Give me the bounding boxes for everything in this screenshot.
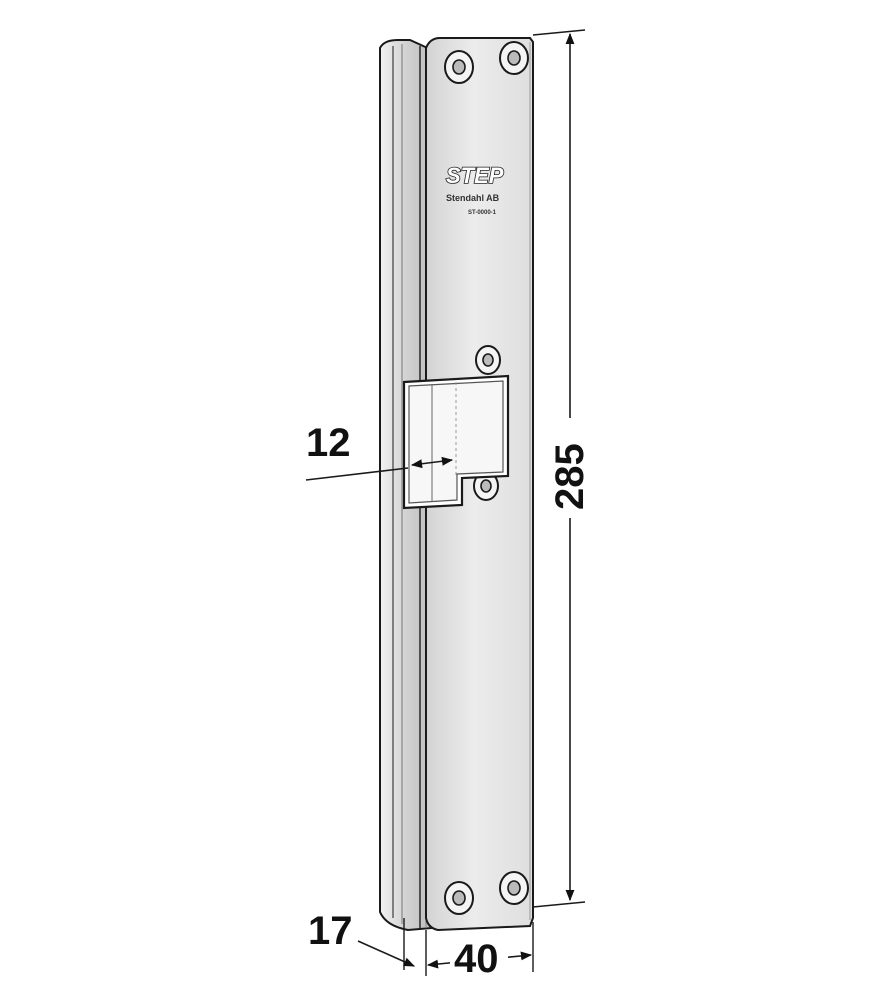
- dimension-depth: 17: [308, 909, 416, 970]
- maker-text: Stendahl AB: [446, 193, 500, 203]
- screw-hole-bottom-left: [444, 881, 474, 915]
- logo-step-text: STEP: [446, 163, 504, 188]
- part-code-text: ST-0000-1: [468, 210, 497, 216]
- cutout-value: 12: [306, 421, 351, 465]
- screw-hole-top-right: [499, 41, 529, 75]
- latch-cutout: [402, 374, 510, 510]
- dimension-cutout: 12: [305, 421, 454, 481]
- width-value: 40: [454, 937, 499, 981]
- screw-hole-mid-lower: [473, 471, 499, 501]
- depth-value: 17: [308, 909, 353, 953]
- dimension-height: 285: [532, 29, 592, 908]
- screw-hole-top-left: [444, 50, 474, 84]
- dimension-width: 40: [425, 922, 534, 981]
- screw-hole-bottom-right: [499, 871, 529, 905]
- height-value: 285: [548, 443, 592, 510]
- product-logo: STEP Stendahl AB ST-0000-1: [445, 162, 504, 216]
- screw-hole-mid-upper: [475, 345, 501, 375]
- cutout-dimension-line: [410, 456, 454, 469]
